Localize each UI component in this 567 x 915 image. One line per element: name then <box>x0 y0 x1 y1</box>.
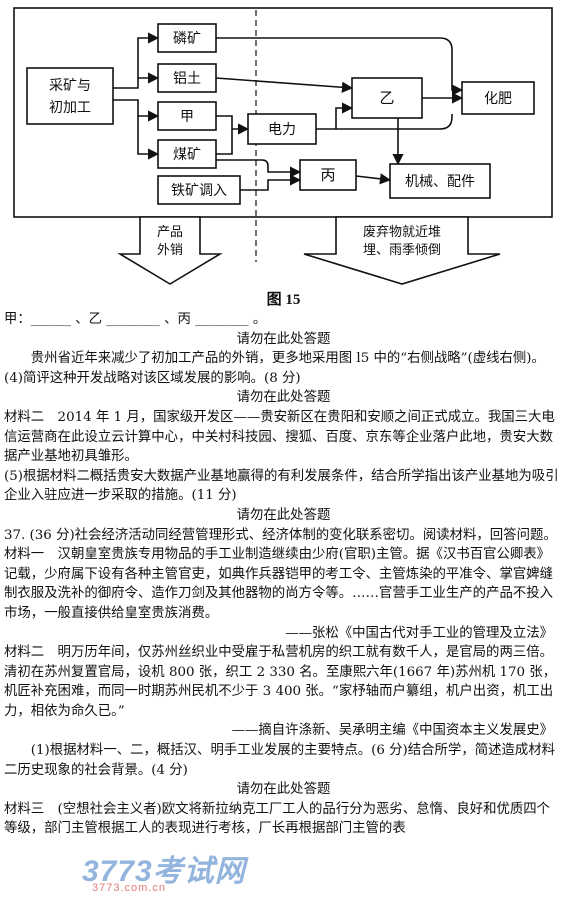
answer-notice: 请勿在此处答题 <box>236 331 331 347</box>
edge-power-loop <box>336 114 453 130</box>
node-phosphate-label: 磷矿 <box>173 31 201 47</box>
node-bauxite-box <box>157 63 217 93</box>
edge-jia-power <box>216 115 250 135</box>
edge-phosphate-fertilizer <box>216 37 464 96</box>
edge-bauxite-yi <box>215 77 354 93</box>
node-jia-label: 甲 <box>180 109 194 125</box>
text-paragraph: 材料二 明万历年间，仅苏州丝织业中受雇于私营机房的织工就有数千人，是官局的两三倍… <box>4 645 557 719</box>
text-paragraph: 材料一 汉朝皇室贵族专用物品的手工业制造继续由少府(官职)主管。据《汉书百官公卿… <box>4 547 554 621</box>
flow-diagram: 采矿与 初加工 磷矿 铝土 甲 煤矿 铁矿调入 电力 乙 化肥 丙 机械、配件 <box>13 7 553 285</box>
edge-bing-machinery <box>355 173 392 185</box>
node-mining-box <box>26 67 114 125</box>
text-paragraph: ——张松《中国古代对手工业的管理及立法》 <box>285 625 553 641</box>
node-machinery-label: 机械、配件 <box>405 174 475 190</box>
node-bing-label: 丙 <box>320 166 335 184</box>
node-iron-box <box>157 175 241 205</box>
text-paragraph: 材料三 (空想社会主义者)欧文将新拉纳克工厂工人的品行分为恶劣、怠惰、良好和优质… <box>4 801 551 837</box>
site-watermark-sub: 3773.com.cn <box>92 882 166 894</box>
waste-arrow-label-2: 埋、雨季倾倒 <box>363 243 441 258</box>
waste-arrow <box>303 216 501 285</box>
edge-mining-jia <box>113 99 160 122</box>
site-watermark: 3773考试网 <box>82 855 246 888</box>
diagram-frame <box>13 7 553 218</box>
node-machinery-box <box>389 163 491 199</box>
text-paragraph: (1)根据材料一、二，概括汉、明手工业发展的主要特点。(6 分)结合所学，简述造… <box>4 743 556 778</box>
node-fertilizer-box <box>461 81 535 115</box>
node-yi-label: 乙 <box>379 89 394 107</box>
node-mining-label: 采矿与 <box>49 78 91 94</box>
node-iron-label: 铁矿调入 <box>171 183 227 199</box>
export-arrow <box>117 216 223 285</box>
node-jia-box <box>157 101 217 131</box>
text-paragraph: (5)根据材料二概括贵安大数据产业基地赢得的有利发展条件，结合所学指出该产业基地… <box>4 468 559 504</box>
node-yi-box <box>351 77 423 119</box>
export-arrow-label-1: 产品 <box>157 225 183 240</box>
waste-arrow-label-1: 废弃物就近堆 <box>363 224 441 240</box>
export-arrow-label-2: 外销 <box>157 243 183 258</box>
node-power-box <box>247 113 317 145</box>
text-paragraph: 材料二 2014 年 1 月，国家级开发区——贵安新区在贵阳和安顺之间正式成立。… <box>4 409 555 465</box>
edge-coal-bing <box>216 159 302 178</box>
node-bauxite-label: 铝土 <box>173 71 201 87</box>
text-paragraph: ——摘自许涤新、吴承明主编《中国资本主义发展史》 <box>231 723 553 739</box>
text-paragraph: 贵州省近年来减少了初加工产品的外销，更多地采用图 l5 中的“右侧战略”(虚线右… <box>30 351 545 367</box>
node-coal-label: 煤矿 <box>173 147 201 163</box>
node-fertilizer-label: 化肥 <box>484 91 512 107</box>
edge-coal-power <box>216 129 233 155</box>
edge-iron-bing <box>240 174 302 191</box>
figure-caption: 图 15 <box>266 292 301 308</box>
edge-power-yi <box>316 102 354 130</box>
answer-notice: 请勿在此处答题 <box>236 507 331 523</box>
text-paragraph: (4)简评这种开发战略对该区域发展的影响。(8 分) <box>4 370 301 386</box>
answer-notice: 请勿在此处答题 <box>236 390 331 406</box>
edge-mining-coal <box>137 116 160 160</box>
edge-mining-phosphate <box>113 32 160 89</box>
text-paragraph: 甲：______ 、乙 ________ 、丙 ________ 。 <box>4 312 267 327</box>
node-power-label: 电力 <box>268 122 296 138</box>
text-paragraph: 37. (36 分)社会经济活动同经营管理形式、经济体制的变化联系密切。阅读材料… <box>4 527 557 543</box>
node-mining-label-2: 初加工 <box>49 99 91 116</box>
answer-notice: 请勿在此处答题 <box>236 782 331 798</box>
question-text: 甲：______ 、乙 ________ 、丙 ________ 。请勿在此处答… <box>4 310 563 839</box>
